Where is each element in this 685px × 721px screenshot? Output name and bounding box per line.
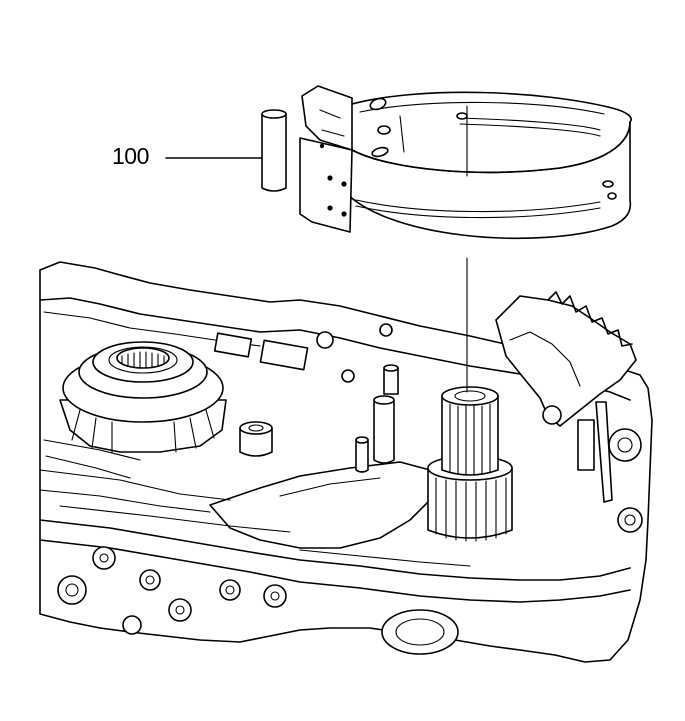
brake-band xyxy=(261,85,632,240)
valve-bracket xyxy=(495,291,637,503)
callout-number-100: 100 xyxy=(112,143,149,169)
drive-gear-housing xyxy=(59,341,273,457)
output-shaft xyxy=(427,257,513,542)
